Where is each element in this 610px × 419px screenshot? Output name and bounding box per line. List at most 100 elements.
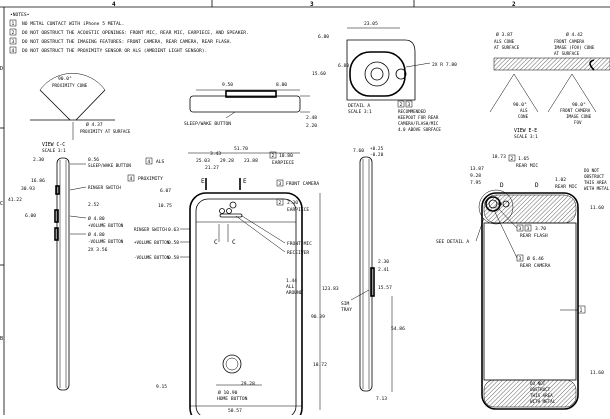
view-ee-cc-3: FOV (574, 120, 582, 125)
sim-d2: 2.30 (378, 259, 389, 265)
side-zone-b: B (0, 336, 3, 342)
zone-4: 4 (112, 1, 116, 8)
view-ee-fc-3: AT SURFACE (554, 51, 580, 56)
detail-a-d3: 15.60 (312, 71, 326, 77)
zone-2: 2 (512, 1, 516, 8)
back-bot-note-4: WITH METAL (530, 399, 556, 404)
note-4-text: DO NOT OBSTRUCT THE PROXIMITY SENSOR OR … (22, 48, 207, 54)
view-ee-angle2: 90.0° (572, 102, 586, 108)
back-num2: 2 (511, 156, 514, 162)
sleep-d2: 8.80 (276, 82, 287, 88)
front-all-around-2: ALL (286, 284, 295, 290)
side-zone-c: C (0, 201, 3, 207)
front-h-mid: 90.39 (311, 314, 325, 320)
detail-a: 23.05 6.80 6.80 15.60 2X R 7.80 DETAIL A… (312, 21, 457, 132)
front-prox: PROXIMITY (138, 176, 163, 182)
back-see-detail: SEE DETAIL A (436, 239, 469, 245)
front-ringer: RINGER SWITCH (134, 227, 167, 232)
front-receiver: RECEIVER (287, 250, 309, 256)
front-h-bot: 18.72 (313, 362, 327, 368)
detail-a-box-2: 2 (400, 102, 403, 108)
front-all-around-1: 1.44 (286, 278, 297, 284)
detail-a-w: 23.05 (364, 21, 378, 27)
side-zone-d: D (0, 66, 3, 72)
back-d1: 18.73 (492, 154, 506, 160)
view-cc-dia: Ø 4.37 (86, 121, 103, 128)
back-sec-d2: D (535, 182, 539, 189)
front-earpiece-d: 10.80 (279, 153, 293, 159)
note-2-num: 2 (12, 30, 15, 36)
back-cam-d: Ø 6.46 (527, 255, 544, 262)
side-vol-dn-dia: Ø 4.80 (88, 231, 105, 238)
front-d-prox: 6.07 (160, 188, 171, 194)
back-top-note-1: DO NOT (584, 168, 600, 173)
back-d-top: 11.60 (590, 205, 604, 211)
sleep-d4: 2.20 (306, 123, 317, 129)
front-d-als: 10.75 (158, 203, 172, 209)
sim-tol-minus: -0.20 (370, 152, 384, 158)
sleep-d3: 2.48 (306, 115, 317, 121)
front-als: ALS (156, 159, 165, 165)
sim-label-1: SIM (341, 301, 350, 307)
back-flash: REAR FLASH (520, 233, 548, 239)
detail-a-title: DETAIL A (348, 103, 370, 109)
front-num4-a: 4 (148, 159, 151, 165)
front-w2: 3.43 (210, 151, 221, 157)
view-ee-cc-1: FRONT CAMERA (560, 108, 591, 113)
view-ee: Ø 3.87 ALS CONE AT SURFACE Ø 4.42 FRONT … (489, 31, 610, 140)
keepout-2: KEEPOUT FOR REAR (398, 115, 439, 120)
front-w4: 29.28 (220, 158, 234, 164)
view-ee-scale: SCALE 3:1 (514, 134, 538, 140)
back-rear-mic2: REAR MIC (555, 184, 577, 190)
sim-d5: 54.86 (391, 326, 405, 332)
view-ee-als-surface: AT SURFACE (494, 45, 520, 50)
back-num3-a: 3 (519, 226, 522, 232)
view-cc-angle: 90.0° (58, 76, 72, 82)
view-cc-scale: SCALE 3:1 (42, 148, 66, 154)
front-home-label: HOME BUTTON (217, 396, 248, 402)
view-ee-cone: CONE (518, 114, 529, 119)
side-d6: 2X 3.56 (88, 247, 108, 253)
back-sec-d1: D (500, 182, 504, 189)
front-num4-b: 4 (130, 176, 133, 182)
side-d3: 41.22 (8, 197, 22, 203)
side-view: 2.30 0.56 SLEEP/WAKE BUTTON 16.86 30.93 … (8, 157, 131, 391)
back-top-note-2: OBSTRUCT (584, 174, 605, 179)
view-ee-fc-1: FRONT CAMERA (554, 39, 585, 44)
keepout-1: RECOMMENDED (398, 109, 426, 114)
front-earpiece: EARPIECE (272, 160, 294, 166)
back-d4: 7.95 (470, 180, 481, 186)
front-sec-e2: E (243, 178, 247, 185)
front-num2-b: 2 (279, 200, 282, 206)
back-d-bot: 11.60 (590, 370, 604, 376)
view-cc-cone: PROXIMITY CONE (52, 83, 88, 88)
front-ringer-d: 0.63 (168, 227, 179, 233)
view-ee-als: ALS (520, 108, 528, 113)
back-top-note-4: WITH METAL (584, 186, 610, 191)
view-ee-cc-2: IMAGE CONE (566, 114, 592, 119)
sim-tol-plus: +0.25 (370, 146, 384, 152)
front-num2-a: 2 (272, 153, 275, 159)
side-sleep-label: SLEEP/WAKE BUTTON (88, 163, 131, 168)
view-ee-angle1: 90.0° (513, 102, 527, 108)
side-vol-up-dia: Ø 4.80 (88, 215, 105, 222)
front-total-w: 58.57 (228, 408, 242, 414)
back-view: 18.73 2 1.65 REAR MIC 13.87 9.28 7.95 D … (436, 154, 610, 410)
front-view: 51.70 3.43 25.03 29.28 23.88 21.27 4 ALS… (127, 146, 339, 419)
side-d5: 2.52 (88, 202, 99, 208)
zone-3: 3 (310, 1, 314, 8)
back-num3-c: 3 (519, 256, 522, 262)
back-d3: 9.28 (470, 173, 481, 179)
view-ee-title: VIEW E-E (514, 128, 537, 134)
front-h-total: 123.83 (322, 286, 339, 292)
sim-view: 7.60 +0.25 -0.20 2.30 2.41 15.57 SIM TRA… (341, 146, 405, 402)
note-4-num: 4 (12, 48, 15, 54)
view-ee-dia2: Ø 4.42 (566, 31, 583, 38)
back-cam: REAR CAMERA (520, 263, 551, 269)
back-rear-mic: REAR MIC (516, 163, 538, 169)
view-cc-title: VIEW C-C (42, 142, 65, 148)
detail-a-d1: 6.80 (318, 34, 329, 40)
